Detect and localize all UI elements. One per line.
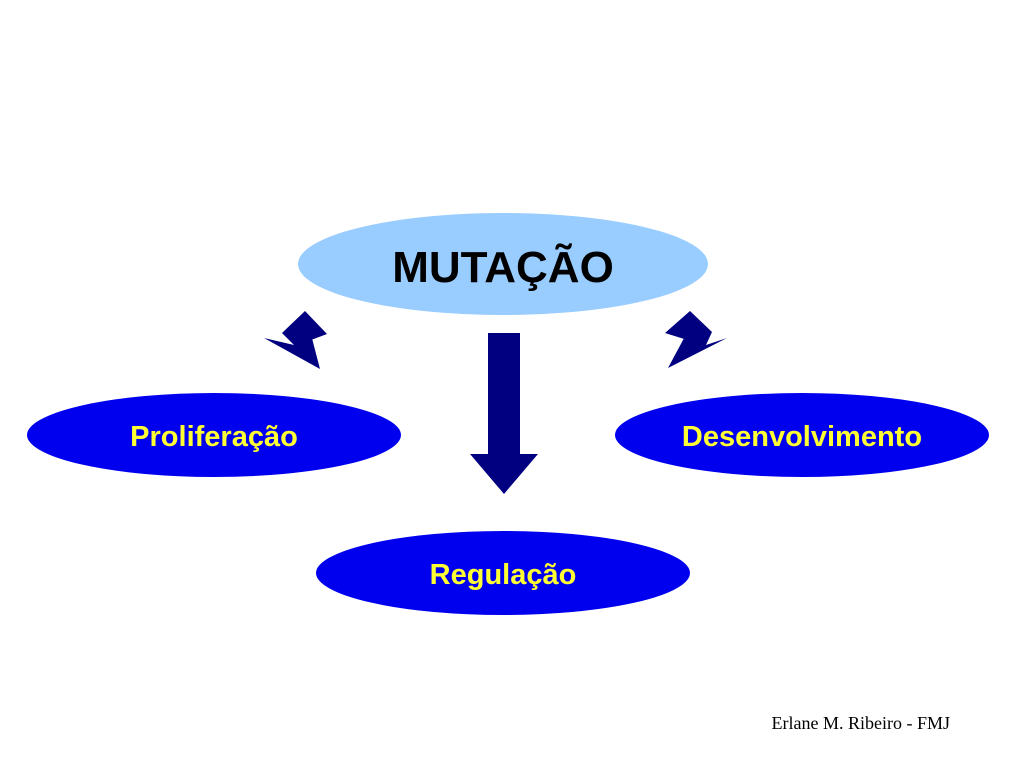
node-regulacao: Regulação bbox=[314, 529, 692, 617]
footer-credit: Erlane M. Ribeiro - FMJ bbox=[771, 713, 950, 733]
node-mutacao: MUTAÇÃO bbox=[298, 213, 708, 315]
node-regulacao-shape bbox=[314, 529, 692, 617]
arrow-to-regulacao bbox=[470, 333, 538, 494]
node-regulacao-label: Regulação bbox=[430, 559, 577, 591]
node-mutacao-shape bbox=[298, 213, 708, 315]
node-desenvolvimento-shape bbox=[613, 391, 991, 479]
node-proliferacao: Proliferação bbox=[25, 391, 403, 479]
node-desenvolvimento: Desenvolvimento bbox=[613, 391, 991, 479]
node-proliferacao-shape bbox=[25, 391, 403, 479]
arrow-to-desenvolvimento bbox=[665, 311, 727, 368]
node-proliferacao-label: Proliferação bbox=[130, 421, 298, 453]
node-mutacao-label: MUTAÇÃO bbox=[392, 242, 614, 292]
node-desenvolvimento-label: Desenvolvimento bbox=[682, 421, 922, 453]
arrow-to-proliferacao bbox=[264, 311, 327, 369]
